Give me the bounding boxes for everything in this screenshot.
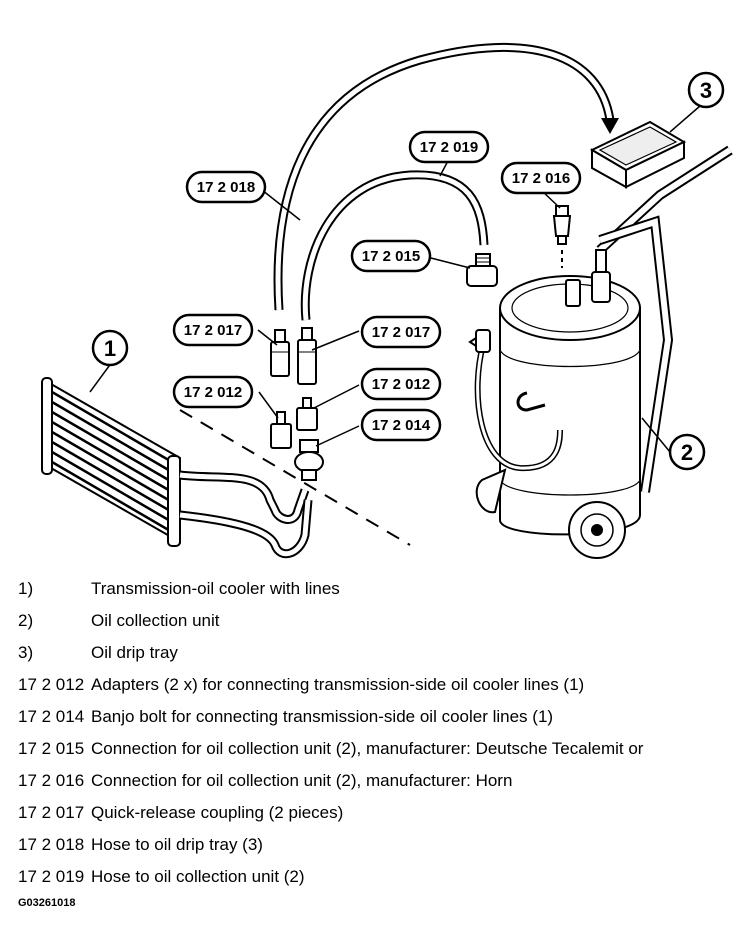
oil-collection-unit <box>468 249 641 559</box>
banjo-bolt <box>294 439 324 481</box>
callout-17-2-012-left: 17 2 012 <box>184 384 242 401</box>
legend-description: Connection for oil collection unit (2), … <box>91 739 644 758</box>
number-circles <box>91 71 725 471</box>
legend-description: Oil drip tray <box>91 643 178 662</box>
legend-key: 3) <box>18 643 34 662</box>
cart-handle <box>596 145 733 493</box>
legend-key: 17 2 012 <box>18 675 85 694</box>
legend-description: Connection for oil collection unit (2), … <box>91 771 513 790</box>
legend-description: Transmission-oil cooler with lines <box>91 579 340 598</box>
quick-release-couplings <box>270 327 317 385</box>
number-1: 1 <box>104 336 116 361</box>
legend-key: 17 2 015 <box>18 739 85 758</box>
tool-diagram: 17 2 018 17 2 019 17 2 016 17 2 015 17 2… <box>41 43 733 559</box>
callout-17-2-012-right: 17 2 012 <box>372 376 430 393</box>
callout-17-2-015: 17 2 015 <box>362 248 420 265</box>
legend-key: 1) <box>18 579 34 598</box>
callout-17-2-019: 17 2 019 <box>420 139 478 156</box>
legend-description: Oil collection unit <box>91 611 220 630</box>
legend-description: Quick-release coupling (2 pieces) <box>91 803 344 822</box>
callout-17-2-017-left: 17 2 017 <box>184 322 242 339</box>
legend-key: 2) <box>18 611 34 630</box>
separator-line <box>179 409 411 546</box>
hose-to-drip-tray <box>273 43 619 311</box>
callout-17-2-017-right: 17 2 017 <box>372 324 430 341</box>
callout-17-2-018: 17 2 018 <box>197 179 255 196</box>
callout-17-2-014: 17 2 014 <box>372 417 431 434</box>
legend-key: 17 2 017 <box>18 803 85 822</box>
legend-description: Adapters (2 x) for connecting transmissi… <box>91 675 585 694</box>
legend-key: 17 2 016 <box>18 771 85 790</box>
legend-description: Hose to oil collection unit (2) <box>91 867 305 886</box>
number-2: 2 <box>681 440 693 465</box>
connector-17-2-016 <box>552 205 572 268</box>
legend-description: Banjo bolt for connecting transmission-s… <box>91 707 554 726</box>
connector-17-2-015 <box>466 253 498 287</box>
callout-pills <box>172 130 582 442</box>
adapters <box>270 397 318 449</box>
callout-17-2-016: 17 2 016 <box>512 170 570 187</box>
hose-to-collection-unit <box>300 170 489 321</box>
legend-key: 17 2 018 <box>18 835 85 854</box>
legend-description: Hose to oil drip tray (3) <box>91 835 263 854</box>
oil-drip-tray <box>589 120 687 189</box>
number-3: 3 <box>700 78 712 103</box>
figure-code: G03261018 <box>18 897 76 909</box>
transmission-oil-cooler <box>41 377 313 559</box>
legend-key: 17 2 014 <box>18 707 85 726</box>
leader-lines <box>89 105 701 453</box>
legend-key: 17 2 019 <box>18 867 85 886</box>
